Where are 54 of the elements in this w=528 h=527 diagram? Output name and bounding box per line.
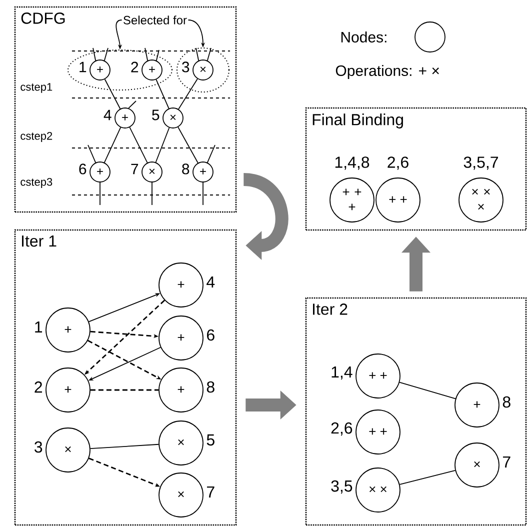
connector-line (156, 79, 170, 109)
legend-entry: Nodes: (341, 22, 446, 52)
node-number: 7 (131, 164, 138, 174)
node-number: 8 (206, 381, 214, 393)
node-number: 7 (207, 486, 214, 498)
node-number: 4 (206, 276, 215, 288)
step-label: cstep2 (20, 132, 52, 142)
step-label: cstep3 (20, 178, 52, 188)
connector-line (399, 470, 456, 485)
connector-line (156, 50, 160, 61)
connector-line (178, 126, 198, 164)
node-number: 3,5,7 (464, 156, 498, 170)
node-number: 2,6 (331, 422, 352, 436)
connector-line (178, 78, 198, 110)
node-number: 1 (35, 322, 42, 332)
node-number: 7 (503, 456, 510, 468)
connector-line (129, 126, 148, 164)
node-number: 1,4 (332, 366, 352, 380)
node-number: 2 (131, 62, 138, 72)
connector-line (202, 182, 204, 206)
connector-line (104, 127, 122, 163)
node-number: 4 (104, 110, 112, 120)
connector-line (399, 382, 456, 400)
connector-line (88, 144, 96, 163)
connector-line (104, 48, 108, 61)
connector-line (206, 48, 212, 61)
node-number: 8 (502, 396, 510, 408)
connector-line (104, 78, 121, 110)
connector-line (90, 444, 160, 450)
node-number: 1,4,8 (335, 156, 370, 170)
node-number: 8 (182, 164, 190, 174)
connector-line (206, 144, 216, 163)
selection-ellipse (176, 48, 230, 92)
connector-line (144, 48, 148, 61)
node-number: 6 (207, 329, 214, 341)
node-number: 3 (34, 441, 42, 453)
block-arrow (242, 173, 288, 260)
annotation-text: Selected for (124, 16, 187, 24)
step-label: cstep1 (20, 83, 52, 93)
node-number: 6 (79, 164, 86, 174)
legend-text: Operations: + × (336, 65, 439, 79)
connector-line (90, 389, 159, 391)
connector-line (196, 48, 200, 61)
node-number: 5 (206, 434, 214, 446)
node-number: 3,5 (331, 480, 352, 494)
connector-line (155, 127, 170, 163)
node-number: 5 (152, 110, 160, 120)
node-number: 3 (182, 62, 190, 72)
node-number: 2 (34, 381, 42, 393)
connector-line (92, 48, 96, 61)
node-number: 1 (80, 62, 86, 72)
node-number: 2,6 (388, 156, 408, 170)
selection-ellipse (68, 50, 172, 90)
connector-line (128, 100, 136, 109)
